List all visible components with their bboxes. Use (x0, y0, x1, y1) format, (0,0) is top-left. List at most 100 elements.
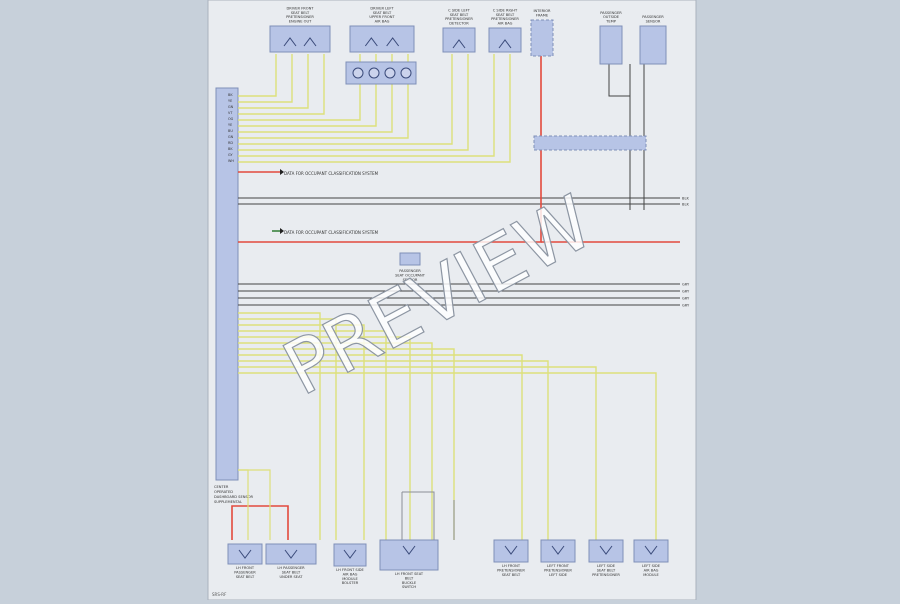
wire-red (231, 505, 289, 540)
component-title-line: DETECTOR (449, 22, 469, 26)
component-label-line: SEAT BELT (502, 573, 521, 577)
component-title-line: ENGINE OUT (289, 20, 312, 24)
wire-gray (402, 491, 435, 540)
wires (231, 54, 680, 540)
squib-symbol (364, 37, 378, 47)
component-body (588, 539, 624, 563)
mid-connector-label-line: SEAT OCCUPANT (395, 273, 426, 277)
component-title-line: SENSOR (646, 20, 661, 24)
component-title-line: PRETENSIONER (491, 17, 519, 21)
component-title-line: C SIDE LEFT (448, 8, 470, 12)
component-title-line: SEAT BELT (450, 13, 469, 17)
right-edge-label: GRY (682, 297, 690, 301)
component-body (540, 539, 576, 563)
squib-symbol (343, 549, 357, 559)
component-label-line: LEFT SIDE (549, 573, 568, 577)
component-title-line: FRAME (536, 14, 549, 18)
component-label-line: LH FRONT (236, 566, 255, 570)
wire-yellow (238, 312, 321, 540)
mid-connector (399, 252, 421, 266)
squib-symbol (283, 37, 297, 47)
mid-connector-label-line: PASSENGER (399, 269, 421, 273)
component-label-line: LH FRONT SIDE (336, 568, 364, 572)
component-title-line: INTERIOR (533, 9, 551, 13)
left-pin-label: GN (228, 105, 234, 109)
left-pin-label: VT (228, 111, 233, 115)
left-pin-label: WH (228, 159, 234, 163)
mid-connector-label-line: SENSOR (403, 278, 418, 282)
wire-yellow (238, 54, 511, 163)
component-body (349, 25, 415, 53)
left-pin-label: YE (228, 99, 232, 103)
fuse-strip (345, 61, 417, 85)
main-module-label-line: OPERATED (214, 490, 233, 494)
component-title-line: SEAT BELT (373, 11, 392, 15)
squib-symbol (551, 545, 565, 555)
wire-yellow (238, 54, 325, 115)
footer-code: SRS-RF (212, 592, 227, 597)
component-body (633, 539, 669, 563)
component-label-line: SWITCH (402, 585, 416, 589)
right-edge-label: GRY (682, 283, 690, 287)
component-title-line: UPPER FRONT (369, 15, 395, 19)
right-edge-label: GRY (682, 290, 690, 294)
component-body (227, 543, 263, 565)
squib-symbol (402, 545, 416, 555)
component-label-line: MODULE (342, 577, 358, 581)
main-module-label-line: CENTER (214, 485, 229, 489)
component-body (265, 543, 317, 565)
component-label-line: SEAT BELT (236, 575, 255, 579)
component-title-line: SEAT BELT (496, 13, 515, 17)
squib-symbol (504, 545, 518, 555)
main-module-label-line: DASHBOARD SENSOR (214, 495, 254, 499)
component-label-line: PRETENSIONER (544, 568, 572, 572)
component-label-line: AIR BAG (343, 572, 358, 576)
component-label-line: AIR BAG (644, 568, 659, 572)
component-title-line: DRIVER FRONT (287, 6, 315, 10)
main-module-body (215, 87, 239, 481)
component-title-line: PRETENSIONER (286, 15, 314, 19)
fuse-circle (384, 67, 396, 79)
junction-band (533, 135, 647, 151)
squib-symbol (238, 549, 252, 559)
component-label-line: LH PASSENGER (277, 566, 305, 570)
wire-yellow (238, 366, 597, 540)
squib-symbol (284, 549, 298, 559)
wire-black (608, 64, 630, 97)
arrow-green-head (280, 228, 284, 234)
component-body (639, 25, 667, 65)
wire-yellow (238, 348, 455, 540)
wire-yellow (238, 318, 337, 540)
component-title-line: PASSENGER (642, 15, 664, 19)
component-body (493, 539, 529, 563)
component-title-line: PRETENSIONER (445, 17, 473, 21)
component-label-line: PASSENGER (234, 570, 256, 574)
component-title-line: OUTSIDE (603, 15, 620, 19)
wire-yellow (238, 54, 453, 145)
squib-symbol (386, 37, 400, 47)
component-label-line: BOLSTER (342, 581, 359, 585)
left-pin-label: GY (228, 153, 233, 157)
component-label-line: LEFT SIDE (597, 564, 616, 568)
wire-yellow (238, 54, 277, 97)
squib-symbol (644, 545, 658, 555)
component-body (530, 19, 554, 57)
squib-symbol (303, 37, 317, 47)
wire-yellow (238, 54, 309, 109)
component-body (333, 543, 367, 567)
wire-yellow (238, 360, 549, 540)
wire-yellow (238, 469, 271, 540)
